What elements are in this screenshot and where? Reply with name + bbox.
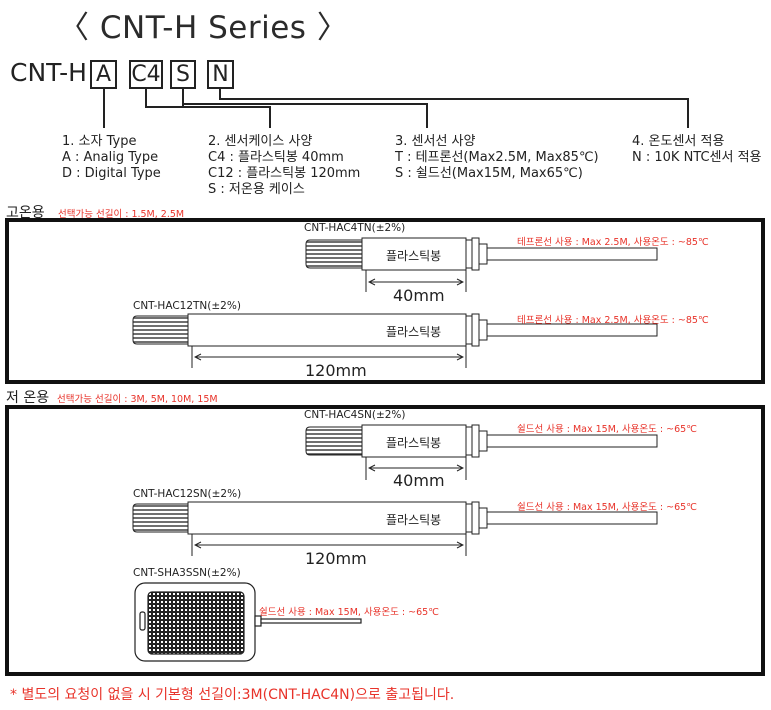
sensor-hac4sn <box>305 424 658 480</box>
model-label: CNT-HAC12TN(±2%) <box>133 300 241 312</box>
model-label: CNT-HAC12SN(±2%) <box>133 488 242 500</box>
dimension-label: 120mm <box>305 549 367 568</box>
wire-note: 테프론선 사용 : Max 2.5M, 사용온도 : ~85℃ <box>517 237 709 248</box>
body-label: 플라스틱봉 <box>386 436 442 450</box>
dimension-label: 120mm <box>305 361 367 380</box>
body-label: 플라스틱봉 <box>386 249 442 263</box>
legend-heading: 3. 센서선 사양 <box>395 134 476 149</box>
model-code-prefix: CNT-H <box>10 58 87 87</box>
code-box-element-type: A <box>90 60 117 89</box>
legend-heading: 1. 소자 Type <box>62 134 137 149</box>
sensor-sha3ssn <box>134 582 362 662</box>
legend-line: T : 테프론선(Max2.5M, Max85℃) <box>395 150 599 165</box>
section-note-low-temp: 선택가능 선길이 : 3M, 5M, 10M, 15M <box>57 394 218 405</box>
panel-low-temp <box>5 405 765 676</box>
legend-line: D : Digital Type <box>62 166 161 181</box>
legend-sensor-spec: 4. 온도센서 적용 N : 10K NTC센서 적용 <box>632 134 762 166</box>
legend-line: N : 10K NTC센서 적용 <box>632 150 762 165</box>
code-box-case: C4 <box>129 60 163 89</box>
legend-case-spec: 2. 센서케이스 사양 C4 : 플라스틱봉 40mm C12 : 플라스틱봉 … <box>208 134 360 198</box>
legend-heading: 4. 온도센서 적용 <box>632 134 725 149</box>
sensor-hac12tn <box>132 313 658 368</box>
legend-wire-spec: 3. 센서선 사양 T : 테프론선(Max2.5M, Max85℃) S : … <box>395 134 599 182</box>
code-box-sensor: N <box>207 60 234 89</box>
dimension-label: 40mm <box>393 471 445 490</box>
wire-note: 쉴드선 사용 : Max 15M, 사용온도 : ~65℃ <box>517 502 697 513</box>
section-title-high-temp: 고온용 <box>6 205 45 221</box>
legend-line: S : 쉴드선(Max15M, Max65℃) <box>395 166 583 181</box>
page-title: 〈 CNT-H Series 〉 <box>58 10 349 46</box>
body-label: 플라스틱봉 <box>386 513 442 527</box>
wire-note: 테프론선 사용 : Max 2.5M, 사용온도 : ~85℃ <box>517 315 709 326</box>
section-note-high-temp: 선택가능 선길이 : 1.5M, 2.5M <box>58 209 185 220</box>
legend-line: C12 : 플라스틱봉 120mm <box>208 166 361 181</box>
legend-element-type: 1. 소자 Type A : Analig Type D : Digital T… <box>62 134 161 182</box>
sensor-hac12sn <box>132 501 658 556</box>
model-label: CNT-HAC4SN(±2%) <box>304 409 406 421</box>
legend-line: S : 저온용 케이스 <box>208 182 305 197</box>
sensor-hac4tn <box>305 237 658 292</box>
body-label: 플라스틱봉 <box>386 325 442 339</box>
model-label: CNT-HAC4TN(±2%) <box>304 222 406 234</box>
section-title-low-temp: 저 온용 <box>6 390 50 406</box>
footer-note: * 별도의 요청이 없을 시 기본형 선길이:3M(CNT-HAC4N)으로 출… <box>10 687 455 703</box>
wire-note: 쉴드선 사용 : Max 15M, 사용온도 : ~65℃ <box>517 424 697 435</box>
wire-note: 쉴드선 사용 : Max 15M, 사용온도 : ~65℃ <box>259 607 439 618</box>
legend-heading: 2. 센서케이스 사양 <box>208 134 313 149</box>
panel-high-temp <box>5 218 765 384</box>
legend-line: C4 : 플라스틱봉 40mm <box>208 150 344 165</box>
dimension-label: 40mm <box>393 286 445 305</box>
model-label: CNT-SHA3SSN(±2%) <box>133 567 241 579</box>
legend-line: A : Analig Type <box>62 150 159 165</box>
code-box-wire: S <box>170 60 196 89</box>
